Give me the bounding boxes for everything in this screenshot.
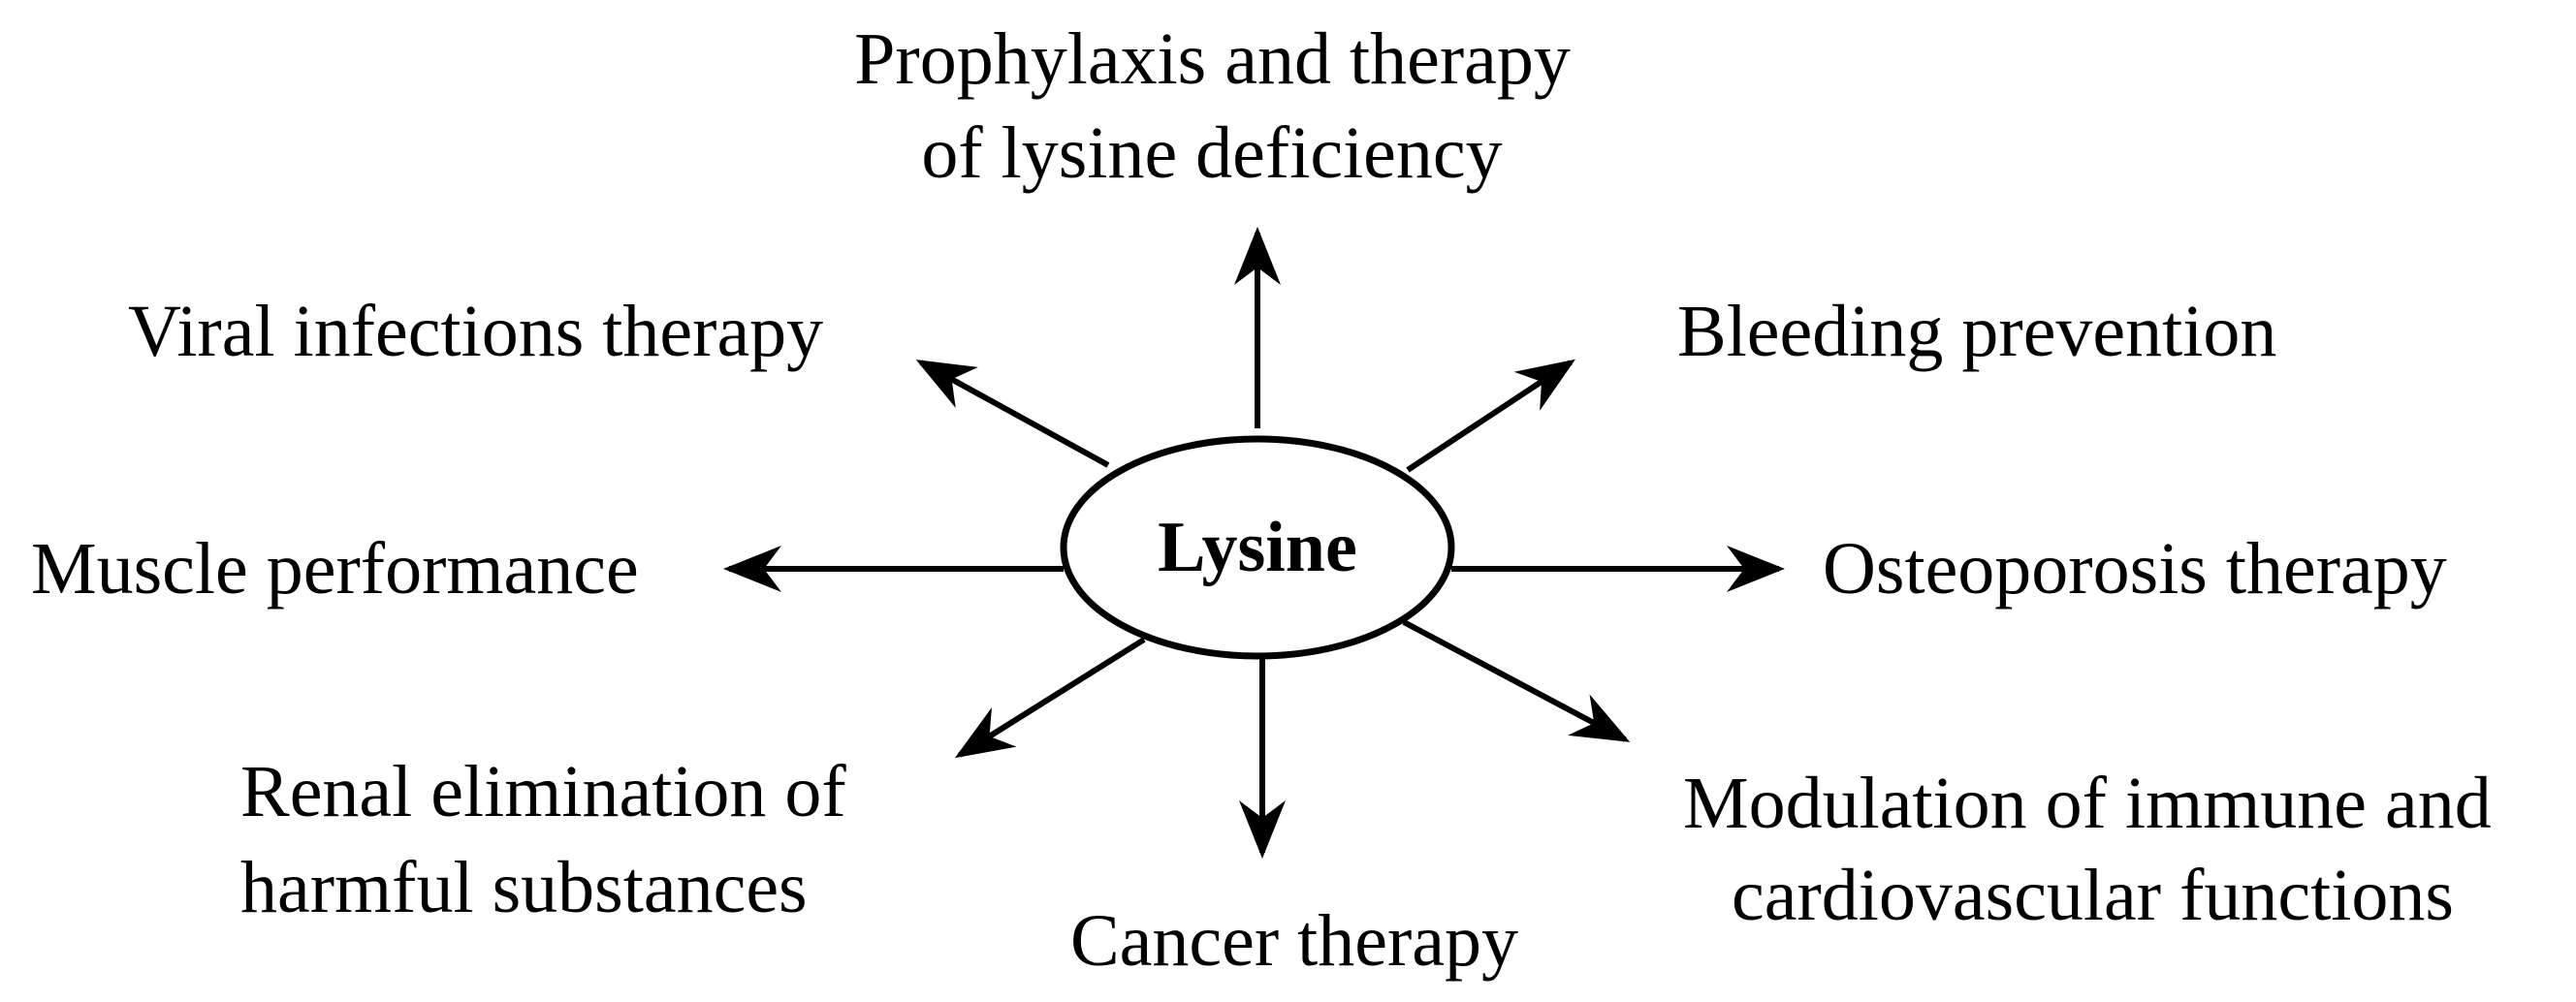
arrow-top-left [915,360,1110,468]
effect-label-top-right-line1: Bleeding prevention [1677,291,2276,372]
effect-label-right-line1: Osteoporosis therapy [1823,528,2447,610]
effect-label-top-line1: Prophylaxis and therapy [854,18,1571,100]
effect-label-bottom-right-line2: cardiovascular functions [1732,855,2454,936]
effect-label-right: Osteoporosis therapy [1823,528,2447,610]
arrow-bottom-right [1402,619,1631,742]
effect-label-top-left: Viral infections therapy [128,291,823,372]
effect-label-left: Muscle performance [31,528,639,610]
effect-label-bottom-right-line1: Modulation of immune and [1683,763,2492,844]
center-node: Lysine [1060,435,1455,660]
effect-label-bottom-left: Renal elimination of harmful substances [240,751,865,928]
effect-label-top-left-line1: Viral infections therapy [128,291,823,372]
center-label: Lysine [1158,508,1357,587]
effect-label-top-right: Bleeding prevention [1677,291,2276,372]
effect-label-bottom-left-line2: harmful substances [240,847,808,928]
effect-label-bottom-left-line1: Renal elimination of [240,751,846,832]
effect-label-bottom: Cancer therapy [1070,900,1518,982]
effect-label-top: Prophylaxis and therapy of lysine defici… [854,18,1589,194]
arrow-bottom-left [954,637,1146,759]
effect-label-bottom-right: Modulation of immune and cardiovascular … [1683,763,2510,936]
center-ellipse [1060,435,1455,660]
effect-label-left-line1: Muscle performance [31,528,639,610]
arrow-top-right [1406,359,1576,473]
effect-label-top-line2: of lysine deficiency [921,112,1502,194]
effect-label-bottom-line1: Cancer therapy [1070,900,1518,982]
